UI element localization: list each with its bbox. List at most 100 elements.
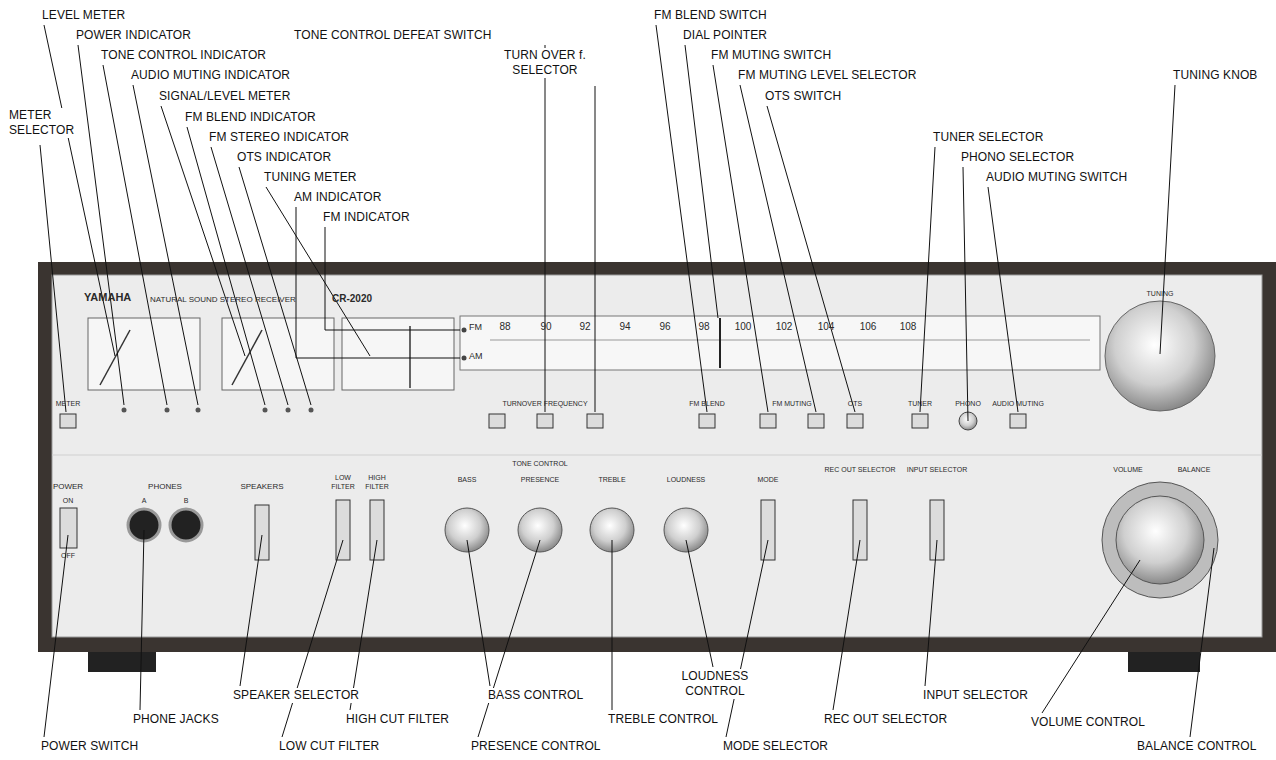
callout-label: PHONE JACKS (132, 712, 220, 727)
callout-label: MODE SELECTOR (722, 739, 829, 754)
panel-legend: TUNER (908, 400, 932, 409)
panel-legend: FM BLEND (689, 400, 724, 409)
panel-legend: FM (469, 322, 482, 333)
power-switch (60, 508, 77, 548)
panel-legend: AUDIO MUTING (992, 400, 1044, 409)
callout-label: VOLUME CONTROL (1030, 715, 1146, 730)
callout-label: TUNING METER (263, 170, 358, 185)
panel-legend: REC OUT SELECTOR (825, 466, 896, 475)
callout-label: TUNING KNOB (1172, 68, 1258, 83)
panel-legend: TURNOVER FREQUENCY (502, 400, 587, 409)
callout-label: BALANCE CONTROL (1136, 739, 1258, 754)
signal-meter-window (222, 318, 334, 390)
callout-label: SPEAKER SELECTOR (232, 688, 360, 703)
panel-legend: 88 (499, 321, 510, 334)
panel-legend: BALANCE (1178, 466, 1211, 475)
panel-legend: 106 (860, 321, 877, 334)
callout-label: METER SELECTOR (8, 108, 80, 138)
callout-label: FM INDICATOR (322, 210, 411, 225)
callout-label: PRESENCE CONTROL (470, 739, 602, 754)
panel-legend: FM MUTING (772, 400, 812, 409)
callout-label: LEVEL METER (41, 8, 126, 23)
callout-label: POWER INDICATOR (75, 28, 192, 43)
panel-legend: BASS (458, 476, 477, 485)
panel-legend: METER (56, 400, 81, 409)
tuning-knob (1105, 301, 1215, 411)
dial-window (460, 316, 1100, 370)
panel-legend: ON (63, 497, 74, 506)
panel-legend: 104 (818, 321, 835, 334)
tuning-meter-window (342, 318, 454, 390)
panel-legend: B (184, 497, 189, 506)
faceplate (52, 275, 1262, 637)
callout-label: FM STEREO INDICATOR (208, 130, 350, 145)
callout-label: TONE CONTROL INDICATOR (100, 48, 267, 63)
callout-label: OTS SWITCH (764, 89, 842, 104)
callout-label: LOUDNESS CONTROL (669, 669, 761, 699)
panel-legend: TREBLE (598, 476, 625, 485)
callout-label: TUNER SELECTOR (932, 130, 1045, 145)
panel-legend: HIGH FILTER (361, 474, 393, 492)
panel-legend: VOLUME (1113, 466, 1143, 475)
callout-label: TONE CONTROL DEFEAT SWITCH (293, 28, 493, 43)
panel-legend: TONE CONTROL (512, 460, 568, 469)
panel-legend: 98 (698, 321, 709, 334)
panel-legend: PHONES (148, 482, 182, 492)
push-buttons (60, 414, 1026, 428)
indicator-lamp (462, 328, 467, 333)
panel-legend: 92 (579, 321, 590, 334)
callout-label: FM MUTING SWITCH (710, 48, 832, 63)
rec-out-lever (853, 500, 867, 560)
panel-legend: AM (469, 351, 483, 362)
callout-label: FM BLEND INDICATOR (184, 110, 317, 125)
meter-needle (409, 326, 411, 388)
volume-knob (1116, 496, 1204, 584)
callout-label: INPUT SELECTOR (922, 688, 1029, 703)
panel-legend: INPUT SELECTOR (907, 466, 967, 475)
callout-label: HIGH CUT FILTER (345, 712, 450, 727)
panel-legend: A (142, 497, 147, 506)
callout-label: AUDIO MUTING SWITCH (985, 170, 1128, 185)
panel-legend: 96 (659, 321, 670, 334)
panel-seam (52, 455, 1262, 456)
panel-legend: 90 (540, 321, 551, 334)
panel-legend: PRESENCE (521, 476, 560, 485)
panel-legend: NATURAL SOUND STEREO RECEIVER (150, 295, 296, 305)
callout-label: PHONO SELECTOR (960, 150, 1075, 165)
callout-label: POWER SWITCH (40, 739, 139, 754)
callout-label: TURN OVER f. SELECTOR (494, 48, 596, 78)
callout-label: BASS CONTROL (487, 688, 584, 703)
leader-lines (40, 25, 1214, 737)
panel-legend: TUNING (1147, 290, 1174, 299)
indicator-lamp (462, 356, 467, 361)
rotary-knobs (445, 508, 708, 552)
panel-legend: 108 (900, 321, 917, 334)
callout-label: AM INDICATOR (293, 190, 382, 205)
cabinet-frame (38, 262, 1276, 652)
panel-legend: LOW FILTER (328, 474, 358, 492)
balance-ring (1102, 482, 1218, 598)
callout-label: REC OUT SELECTOR (823, 712, 948, 727)
mode-lever (761, 500, 775, 560)
callout-label: DIAL POINTER (682, 28, 768, 43)
panel-legend: OFF (61, 552, 75, 561)
panel-legend: 94 (619, 321, 630, 334)
panel-legend: PHONO (955, 400, 981, 409)
callout-label: LOW CUT FILTER (278, 739, 380, 754)
panel-legend: SPEAKERS (240, 482, 283, 492)
panel-legend: 100 (735, 321, 752, 334)
speaker-lever (255, 505, 269, 560)
panel-legend: YAMAHA (84, 291, 131, 305)
panel-legend: CR-2020 (332, 293, 372, 306)
panel-legend: LOUDNESS (667, 476, 706, 485)
callout-label: OTS INDICATOR (236, 150, 332, 165)
callout-label: FM MUTING LEVEL SELECTOR (737, 68, 917, 83)
callout-label: TREBLE CONTROL (607, 712, 719, 727)
panel-legend: 102 (776, 321, 793, 334)
level-meter-window (88, 318, 200, 390)
dial-pointer (719, 318, 721, 368)
filter-lever (336, 500, 350, 560)
dial-scale (490, 340, 1090, 341)
panel-legend: POWER (53, 482, 83, 492)
indicator-lamps (122, 408, 314, 413)
